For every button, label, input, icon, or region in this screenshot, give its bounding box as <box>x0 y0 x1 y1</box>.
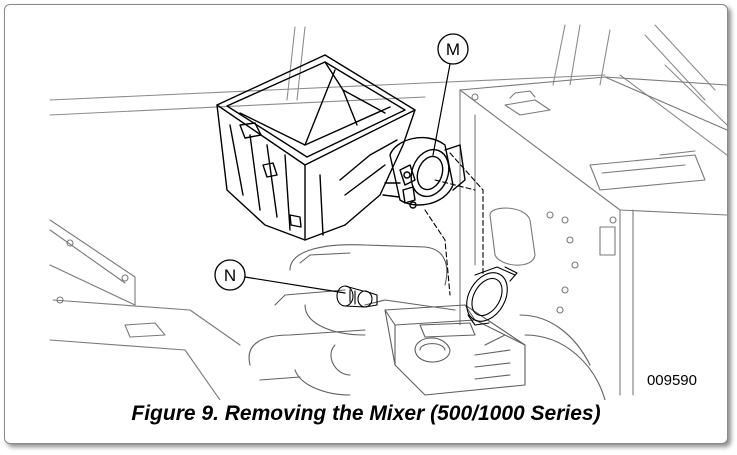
figure-frame: M N 009590 Figure 9. Removing the Mixer … <box>4 4 728 444</box>
callout-m: M <box>432 33 469 156</box>
removal-path-dashes <box>424 152 484 296</box>
engine-block <box>248 244 606 400</box>
machine-frame-lines <box>49 24 727 156</box>
left-engine-cover <box>49 219 241 400</box>
mixer-assembly <box>216 54 466 241</box>
callout-n: N <box>214 259 346 294</box>
right-cabinet <box>459 76 727 396</box>
inlet-tube <box>336 285 378 308</box>
callout-m-label: M <box>446 40 460 59</box>
image-number: 009590 <box>646 372 697 389</box>
mixer-removal-illustration: M N <box>49 24 727 400</box>
clamp-ring <box>466 266 518 326</box>
callout-n-label: N <box>224 266 236 285</box>
figure-caption: Figure 9. Removing the Mixer (500/1000 S… <box>131 402 601 425</box>
